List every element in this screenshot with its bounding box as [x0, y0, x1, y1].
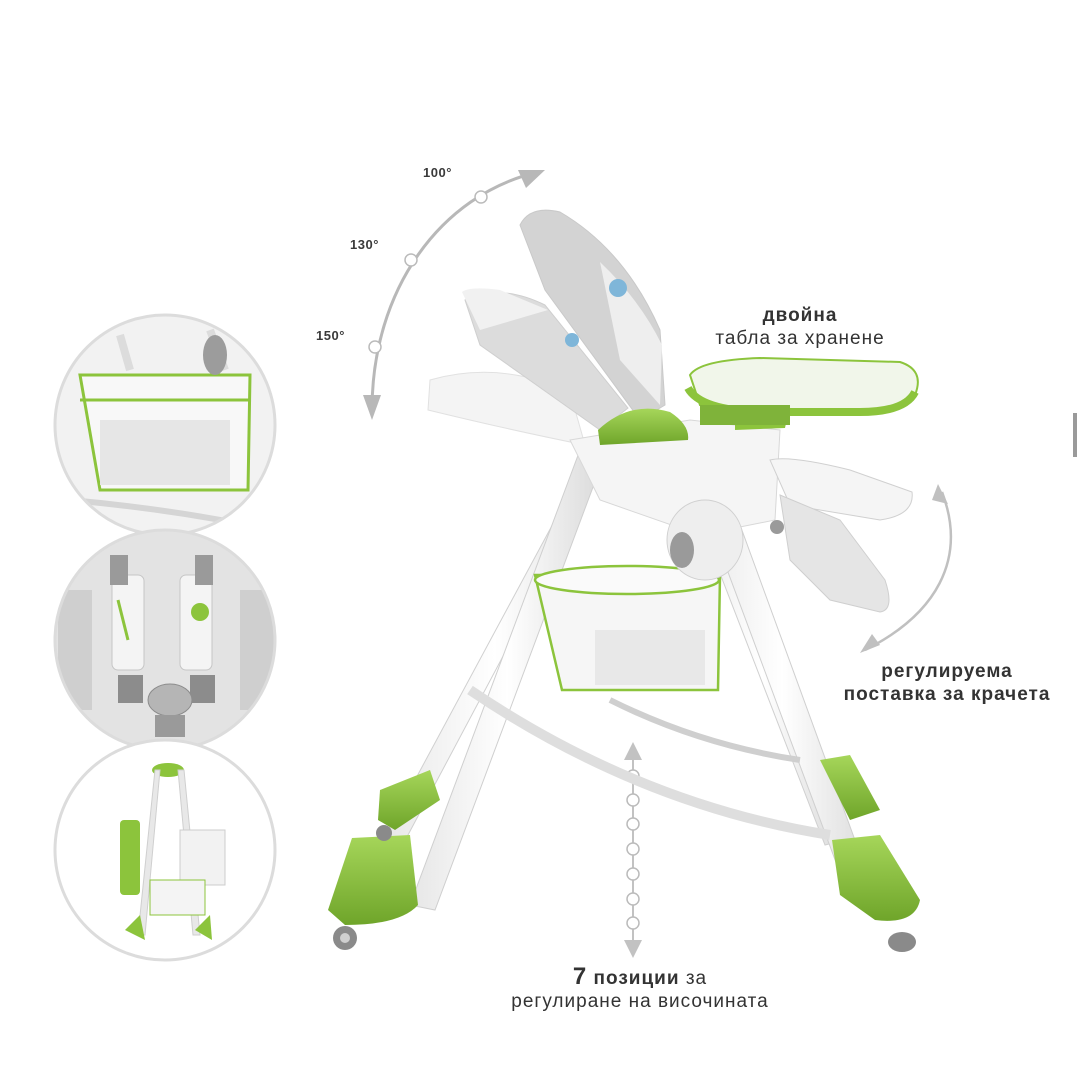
footrest-callout: регулируема поставка за крачета [818, 660, 1076, 706]
angle-dot-100 [474, 190, 488, 204]
tray-callout-title: двойна [762, 305, 838, 326]
backrest-100 [519, 209, 666, 421]
recline-arrow-bottom [363, 395, 381, 420]
cross-bar [467, 685, 831, 840]
height-callout-number: 7 [572, 963, 588, 990]
leg-foot-front-right [832, 835, 920, 952]
recline-arrow-top [518, 170, 545, 188]
height-callout-after: за [685, 968, 708, 989]
tray-callout: двойна табла за хранене [680, 304, 920, 350]
feeding-tray [684, 356, 919, 430]
footrest-callout-line1: регулируема [881, 661, 1013, 682]
angle-label-100: 100° [423, 165, 452, 180]
footrest-arc [864, 491, 952, 652]
leg-foot-rear-right [820, 755, 880, 820]
backrest-130 [462, 288, 629, 431]
recline-arc [370, 170, 539, 411]
footrest-callout-line2: поставка за крачета [843, 684, 1051, 705]
storage-basket-detail [55, 315, 275, 535]
height-callout-line2: регулиране на височината [511, 991, 769, 1012]
folded-chair-detail [55, 740, 275, 960]
leg-foot-front-left [328, 835, 418, 950]
safety-harness-detail [55, 530, 275, 750]
green-side-cap [598, 408, 689, 445]
height-callout-bold: позиции [593, 968, 680, 989]
leg-foot-rear-left [376, 770, 440, 841]
height-callout: 7 позиции за регулиране на височината [460, 965, 820, 1013]
edge-mark [1073, 413, 1077, 457]
angle-dot-130 [404, 253, 418, 267]
footrest [769, 458, 913, 613]
tray-callout-text: табла за хранене [715, 328, 885, 349]
angle-label-130: 130° [350, 237, 379, 252]
seat-base [569, 419, 781, 536]
storage-basket [533, 564, 722, 692]
angle-dot-150 [368, 340, 382, 354]
angle-label-150: 150° [316, 328, 345, 343]
